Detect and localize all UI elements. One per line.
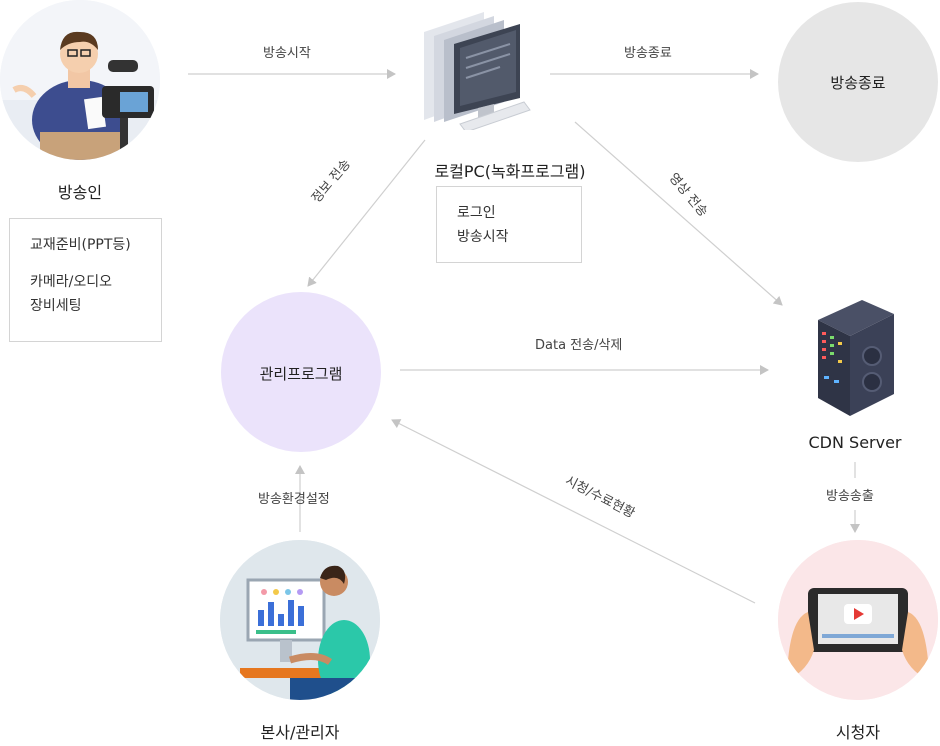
broadcaster-label: 방송인 (57, 183, 103, 202)
prep-line-1: 교재준비(PPT등) (30, 237, 131, 253)
local-pc-illustration (424, 12, 531, 130)
broadcaster-circle (0, 0, 160, 160)
edge-label-send-out: 방송송출 (826, 489, 874, 504)
pc-steps-box: 로그인 방송시작 (436, 186, 582, 263)
cdn-label: CDN Server (808, 433, 902, 452)
viewer-circle (778, 540, 938, 700)
viewer-illustration (778, 540, 938, 700)
edge-label-env: 방송환경설정 (258, 492, 330, 507)
viewer-label: 시청자 (835, 723, 881, 742)
edge-label-start: 방송시작 (263, 46, 311, 61)
management-label: 관리프로그램 (259, 365, 343, 383)
hq-admin-circle (220, 540, 380, 700)
broadcast-end-circle: 방송종료 (778, 2, 938, 162)
prep-line-2: 카메라/오디오 (30, 274, 112, 290)
pc-step-1: 로그인 (457, 205, 496, 221)
prep-line-3: 장비세팅 (30, 298, 82, 314)
arrow-view-status (391, 419, 756, 604)
pc-step-2: 방송시작 (457, 229, 509, 245)
broadcaster-prep-box: 교재준비(PPT등) 카메라/오디오 장비세팅 (9, 218, 162, 342)
broadcast-end-label: 방송종료 (830, 74, 886, 92)
local-pc-label: 로컬PC(녹화프로그램) (434, 162, 586, 181)
hq-admin-label: 본사/관리자 (260, 723, 340, 742)
hq-admin-illustration (220, 540, 380, 700)
broadcaster-illustration (0, 0, 160, 160)
edge-label-end: 방송종료 (624, 46, 672, 61)
arrow-video (574, 121, 783, 306)
server-illustration (818, 300, 894, 416)
arrow-info (307, 139, 426, 287)
edge-label-data: Data 전송/삭제 (535, 338, 623, 353)
management-circle: 관리프로그램 (221, 292, 381, 452)
